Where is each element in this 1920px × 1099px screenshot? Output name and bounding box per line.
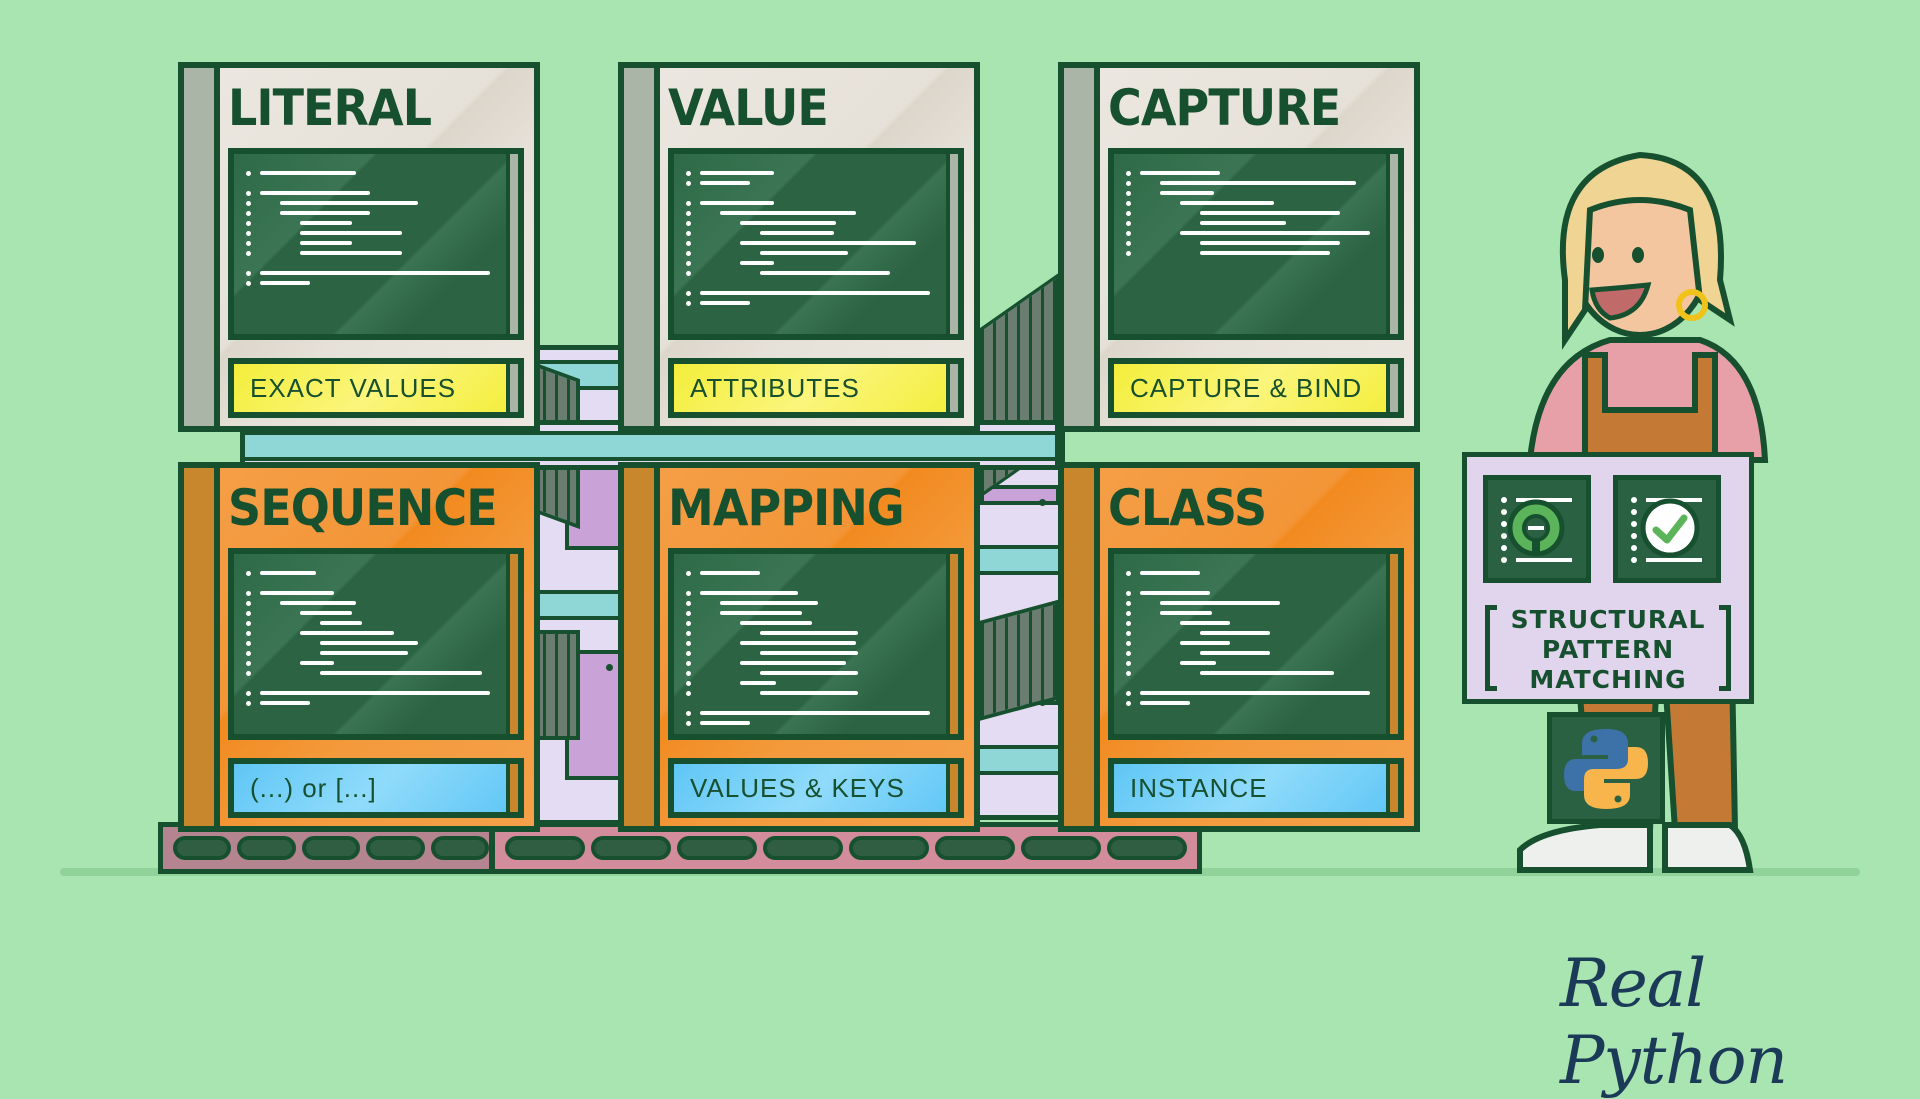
code-screen <box>668 548 964 740</box>
panel-mapping: MAPPING VALUES & KEYS <box>618 462 980 832</box>
panel-title: CLASS <box>1108 479 1267 537</box>
panel-title: MAPPING <box>668 479 905 537</box>
panel-literal: LITERAL EXACT VALUES <box>178 62 540 432</box>
code-screen <box>1108 548 1404 740</box>
bracket-right <box>1719 605 1731 691</box>
panel-sequence: SEQUENCE (...) or [...] <box>178 462 540 832</box>
panel-title: SEQUENCE <box>228 479 498 537</box>
code-screen <box>1108 148 1404 340</box>
label-attributes: ATTRIBUTES <box>668 358 964 418</box>
panel-title: CAPTURE <box>1108 79 1341 137</box>
code-screen <box>228 148 524 340</box>
panel-capture: CAPTURE CAPTURE & BIND <box>1058 62 1420 432</box>
search-code-icon <box>1483 475 1591 583</box>
panel-title: VALUE <box>668 79 829 137</box>
check-code-icon <box>1613 475 1721 583</box>
label-instance: INSTANCE <box>1108 758 1404 818</box>
label-tuple-or-list: (...) or [...] <box>228 758 524 818</box>
label-capture-bind: CAPTURE & BIND <box>1108 358 1404 418</box>
label-values-keys: VALUES & KEYS <box>668 758 964 818</box>
panel-title: LITERAL <box>228 79 432 137</box>
python-logo-icon <box>1564 729 1648 809</box>
bracket-left <box>1485 605 1497 691</box>
code-screen <box>228 548 524 740</box>
panel-value: VALUE ATTRIBUTES <box>618 62 980 432</box>
code-screen <box>668 148 964 340</box>
panel-class: CLASS INSTANCE <box>1058 462 1420 832</box>
structural-pattern-matching-sign: STRUCTURAL PATTERN MATCHING <box>1462 452 1754 704</box>
real-python-logo: Real Python <box>1560 945 1788 1099</box>
python-badge <box>1547 712 1665 824</box>
sign-title: STRUCTURAL PATTERN MATCHING <box>1510 605 1706 694</box>
label-exact-values: EXACT VALUES <box>228 358 524 418</box>
